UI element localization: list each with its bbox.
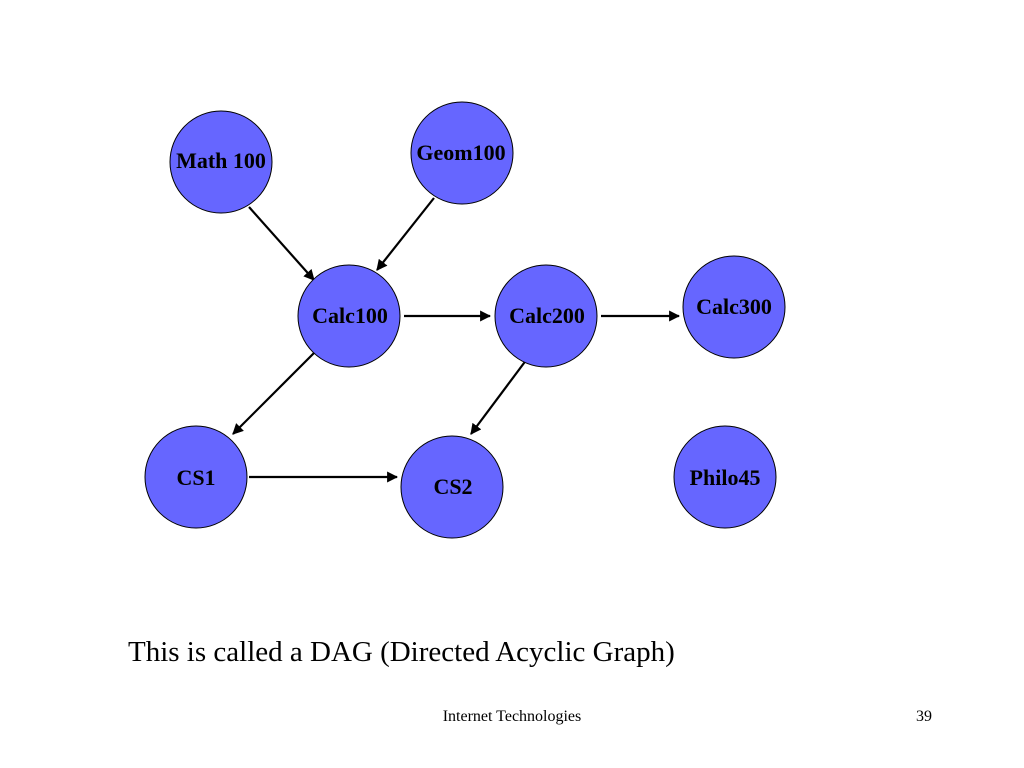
edges-layer	[232, 197, 681, 483]
node-circle-calc300	[682, 255, 786, 359]
node-math100: Math 100	[169, 110, 273, 214]
edge-math100-to-calc100	[248, 206, 315, 281]
node-circle-philo45	[673, 425, 777, 529]
node-label-philo45: Philo45	[690, 465, 761, 490]
caption: This is called a DAG (Directed Acyclic G…	[128, 636, 675, 668]
node-cs2: CS2	[400, 435, 504, 539]
node-label-math100: Math 100	[176, 148, 266, 173]
node-calc200: Calc200	[494, 264, 598, 368]
node-circle-math100	[169, 110, 273, 214]
node-calc100: Calc100	[297, 264, 401, 368]
page-number: 39	[916, 708, 932, 725]
node-label-calc100: Calc100	[312, 303, 388, 328]
edge-calc100-to-cs1	[232, 352, 315, 435]
node-calc300: Calc300	[682, 255, 786, 359]
node-circle-cs1	[144, 425, 248, 529]
node-circle-calc200	[494, 264, 598, 368]
node-circle-calc100	[297, 264, 401, 368]
node-circle-geom100	[410, 101, 514, 205]
node-label-calc200: Calc200	[509, 303, 585, 328]
node-label-cs2: CS2	[433, 474, 472, 499]
node-label-cs1: CS1	[176, 465, 215, 490]
node-philo45: Philo45	[673, 425, 777, 529]
node-geom100: Geom100	[410, 101, 514, 205]
node-label-geom100: Geom100	[416, 140, 505, 165]
node-label-calc300: Calc300	[696, 294, 772, 319]
edge-geom100-to-calc100	[376, 197, 435, 271]
node-circle-cs2	[400, 435, 504, 539]
node-cs1: CS1	[144, 425, 248, 529]
footer-title: Internet Technologies	[442, 708, 582, 725]
edge-calc200-to-cs2	[470, 358, 528, 435]
